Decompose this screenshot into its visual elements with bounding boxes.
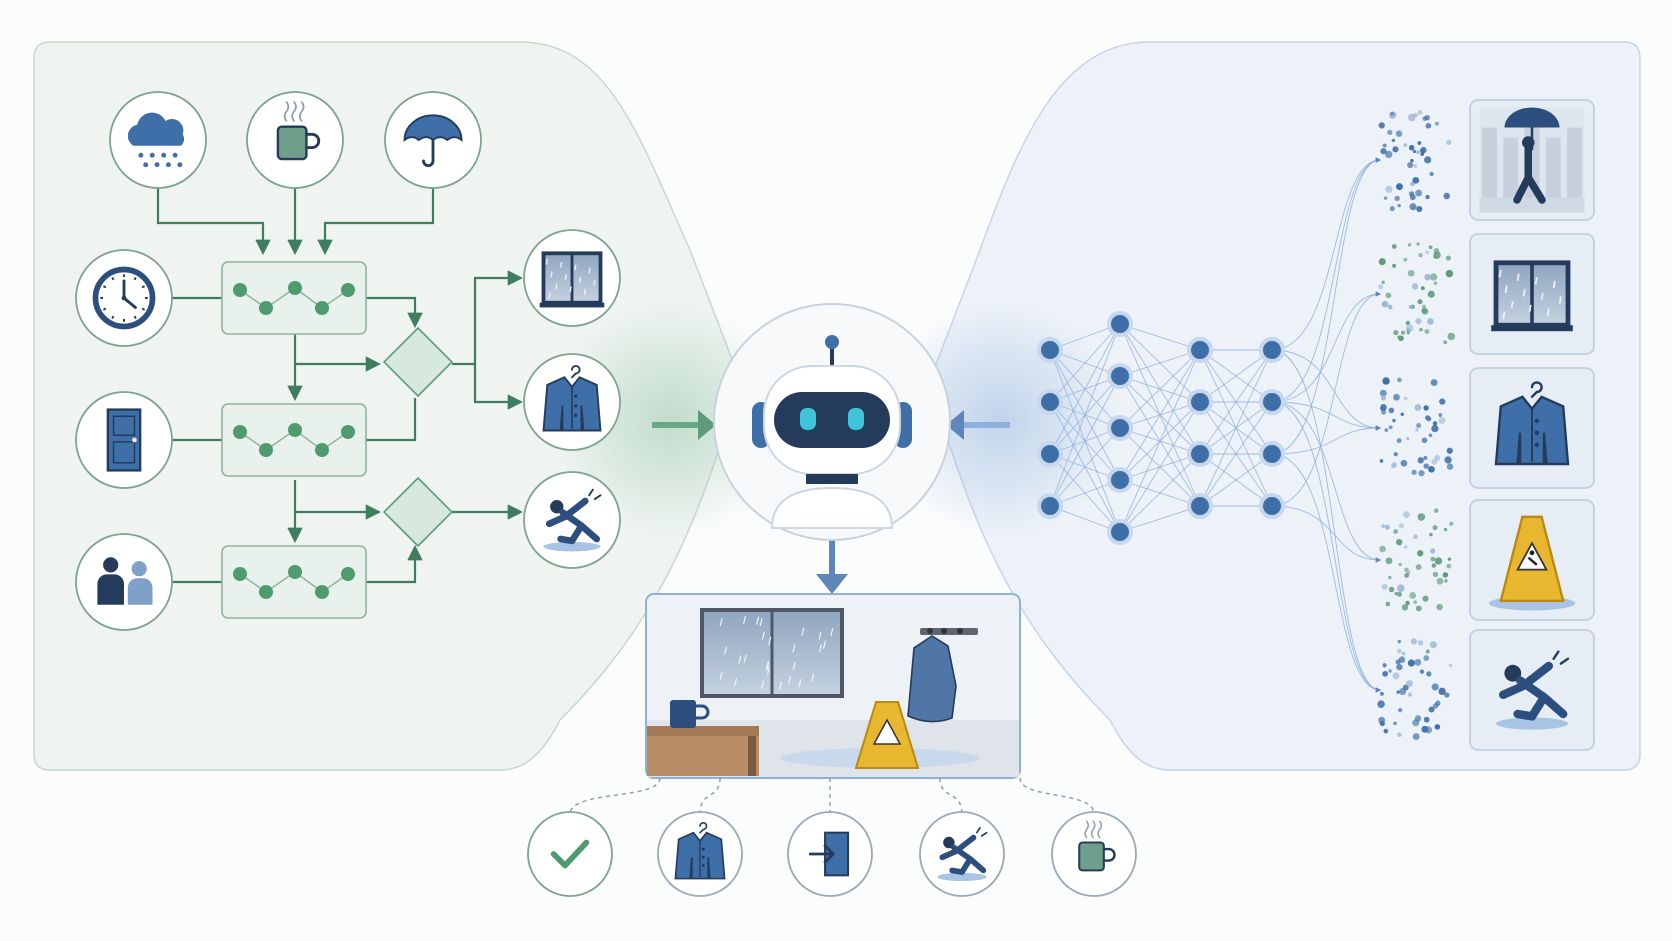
decision-diamonds — [382, 326, 454, 548]
feature-dot-cloud — [1377, 638, 1453, 741]
robot-icon — [713, 303, 951, 541]
neural-outputs — [1377, 99, 1595, 751]
slipping-person-icon — [1496, 650, 1570, 730]
network-node — [1107, 311, 1133, 337]
symbolic-connectors — [156, 188, 524, 584]
door-exit-icon — [808, 831, 850, 877]
mug-icon — [276, 101, 321, 161]
network-node — [1037, 389, 1063, 415]
feature-dot-cloud — [1378, 110, 1452, 212]
network-node — [1037, 493, 1063, 519]
coat-icon — [674, 822, 726, 880]
merge-arrows — [652, 410, 1010, 594]
symbolic-icons — [75, 91, 621, 631]
network-node — [1107, 415, 1133, 441]
people-icon — [97, 557, 153, 605]
rainy-window-icon — [539, 251, 605, 308]
coat-icon — [1494, 381, 1570, 466]
network-node — [1107, 363, 1133, 389]
dashed-connector — [569, 777, 661, 815]
network-node — [1187, 389, 1213, 415]
person-with-umbrella-icon — [1479, 107, 1585, 213]
dashed-connector — [699, 777, 721, 815]
network-node — [1107, 519, 1133, 545]
dashed-connector — [939, 777, 963, 815]
slipping-person-icon — [937, 826, 988, 882]
feature-dot-cloud — [1379, 508, 1454, 612]
rainy-window-icon — [1491, 260, 1573, 332]
door-icon — [106, 408, 142, 472]
network-node — [1037, 441, 1063, 467]
network-node — [1259, 337, 1285, 363]
coat-icon — [542, 364, 602, 432]
icon-circle — [75, 533, 173, 631]
rule-box — [221, 545, 367, 619]
symbolic-rule-boxes — [221, 261, 367, 619]
dashed-connector — [1019, 777, 1095, 815]
arrow-from-neural-head — [946, 410, 964, 440]
rule-box — [221, 403, 367, 477]
arrow-to-scene-head — [816, 574, 848, 594]
rule-box — [221, 261, 367, 335]
arrow-from-symbolic-head — [698, 410, 716, 440]
network-node — [1187, 337, 1213, 363]
check-icon — [550, 839, 590, 869]
feature-dot-cloud — [1378, 242, 1456, 345]
clock-icon — [92, 266, 156, 330]
network-node — [1107, 467, 1133, 493]
network-node — [1187, 493, 1213, 519]
umbrella-icon — [403, 114, 463, 168]
network-node — [1259, 441, 1285, 467]
network-node — [1187, 441, 1213, 467]
network-node — [1259, 493, 1285, 519]
rain-cloud-icon — [127, 112, 185, 168]
icon-circle — [527, 811, 613, 897]
slipping-person-icon — [543, 488, 602, 552]
feature-dot-cloud — [1379, 377, 1454, 477]
wet-floor-sign-icon — [1488, 515, 1576, 611]
decision-diamond — [382, 476, 454, 548]
indoor-rain-scene-icon — [645, 593, 1021, 779]
network-node — [1259, 389, 1285, 415]
decision-diamond — [382, 326, 454, 398]
network-node — [1037, 337, 1063, 363]
conclusion-icons — [527, 777, 1137, 897]
neural-network — [1037, 157, 1382, 693]
mug-icon — [1078, 820, 1116, 872]
